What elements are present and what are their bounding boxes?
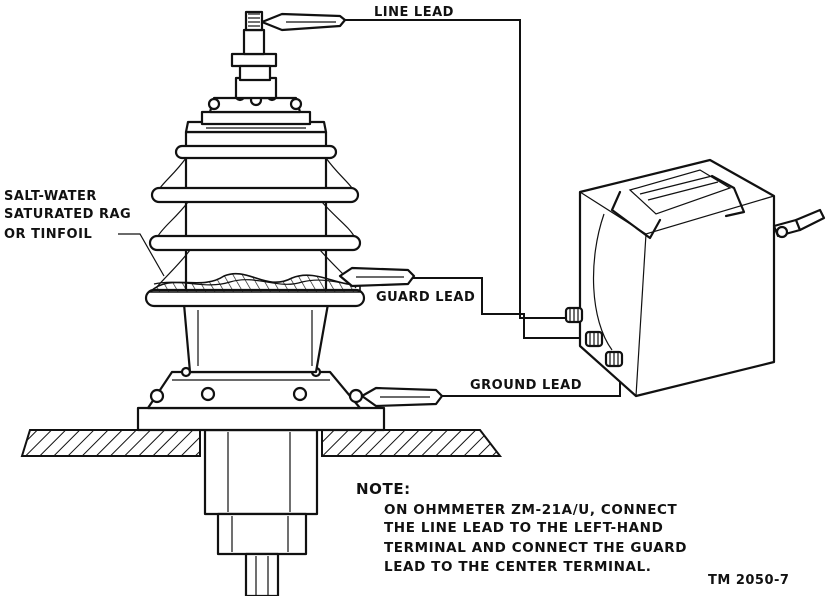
note-line: ON OHMMETER ZM-21A/U, CONNECT bbox=[384, 502, 678, 518]
guard-lead-label: GUARD LEAD bbox=[376, 290, 475, 305]
note-line: TERMINAL AND CONNECT THE GUARD bbox=[384, 540, 687, 556]
line-lead-wire bbox=[345, 19, 568, 319]
guard-lead-clip bbox=[338, 266, 416, 288]
rag-leader-line bbox=[118, 233, 165, 277]
ground-lead-label: GROUND LEAD bbox=[470, 378, 582, 393]
line-lead-clip bbox=[260, 12, 347, 32]
line-terminal bbox=[564, 306, 584, 324]
bushing-porcelain-sheds bbox=[144, 130, 366, 308]
bushing-lower-body bbox=[182, 302, 330, 374]
bushing-top-cap bbox=[184, 10, 328, 134]
base-bolt-heads bbox=[149, 366, 364, 404]
note-block: NOTE: ON OHMMETER ZM-21A/U, CONNECT THE … bbox=[356, 480, 687, 575]
ohmmeter-terminals bbox=[564, 306, 624, 368]
note-line: THE LINE LEAD TO THE LEFT-HAND bbox=[384, 520, 663, 536]
rag-label-line3: OR TINFOIL bbox=[4, 227, 92, 242]
note-line: LEAD TO THE CENTER TERMINAL. bbox=[384, 559, 652, 575]
ground-terminal bbox=[604, 350, 624, 368]
figure-id: TM 2050-7 bbox=[708, 573, 789, 588]
ohmmeter-handle bbox=[610, 169, 746, 240]
line-lead-label: LINE LEAD bbox=[374, 5, 454, 20]
rag-label-line2: SATURATED RAG bbox=[4, 207, 131, 222]
ground-lead-clip bbox=[360, 386, 444, 408]
ohmmeter-crank bbox=[772, 208, 826, 239]
mounting-plate bbox=[20, 429, 503, 457]
rag-label-line1: SALT-WATER bbox=[4, 189, 97, 204]
salt-water-rag bbox=[148, 272, 361, 293]
ohmmeter bbox=[564, 158, 826, 398]
guard-terminal bbox=[584, 330, 604, 348]
bushing-base-flange bbox=[136, 366, 386, 432]
note-heading: NOTE: bbox=[356, 480, 411, 498]
bushing-lower-shank bbox=[203, 428, 319, 596]
guard-lead-wire bbox=[410, 277, 586, 339]
